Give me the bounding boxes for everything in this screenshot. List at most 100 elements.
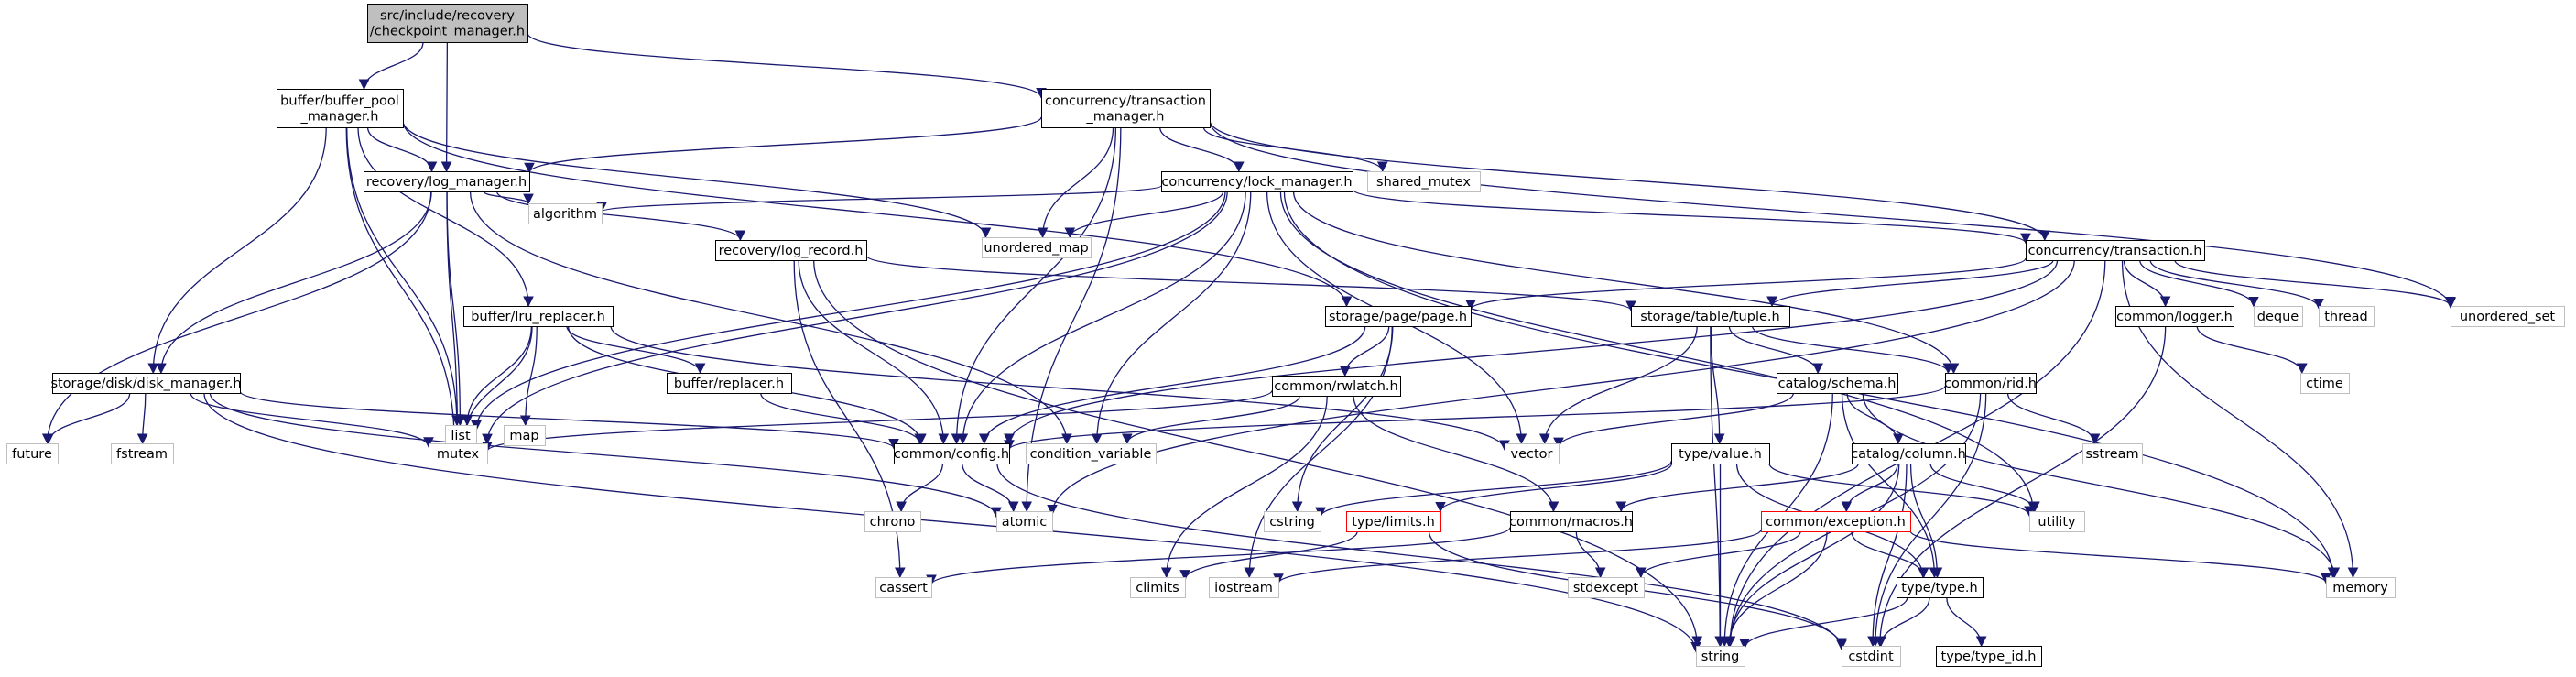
edge-lru_replacer-to-map xyxy=(519,325,538,427)
node-logger[interactable]: common/logger.h xyxy=(2115,306,2234,327)
node-label: type/limits.h xyxy=(1352,515,1435,530)
edge-lock_manager-to-algorithm xyxy=(596,185,1162,213)
node-log-manager[interactable]: recovery/log_manager.h xyxy=(364,171,530,192)
node-lru-replacer[interactable]: buffer/lru_replacer.h xyxy=(463,306,614,327)
node-box xyxy=(367,4,528,43)
edge-checkpoint_manager-to-transaction_manager xyxy=(527,32,1047,99)
edge-exception-to-string xyxy=(1723,530,1828,648)
node-label: catalog/schema.h xyxy=(1778,377,1897,391)
node-unordered-set: unordered_set xyxy=(2451,306,2565,327)
node-label: deque xyxy=(2257,310,2299,324)
node-mutex: mutex xyxy=(429,443,488,464)
node-type[interactable]: type/type.h xyxy=(1897,577,1984,598)
edge-tuple-to-vector xyxy=(1538,325,1698,445)
node-limits[interactable]: type/limits.h xyxy=(1346,511,1441,532)
edge-transaction_manager-to-unordered_map xyxy=(1037,126,1114,239)
node-label: vector xyxy=(1511,447,1553,462)
node-tuple[interactable]: storage/table/tuple.h xyxy=(1631,306,1790,327)
node-chrono: chrono xyxy=(864,511,921,532)
node-label: common/rwlatch.h xyxy=(1274,379,1397,394)
node-log-record[interactable]: recovery/log_record.h xyxy=(715,240,867,261)
edge-buffer_pool_manager-to-unordered_map xyxy=(402,120,992,239)
node-iostream: iostream xyxy=(1209,577,1279,598)
node-disk-manager[interactable]: storage/disk/disk_manager.h xyxy=(50,373,242,394)
node-algorithm: algorithm xyxy=(528,203,603,224)
node-box xyxy=(2254,306,2303,327)
node-box xyxy=(111,443,174,464)
node-cstring: cstring xyxy=(1264,511,1321,532)
edge-lock_manager-to-mutex xyxy=(482,191,1228,445)
node-box xyxy=(1631,306,1790,327)
node-label: future xyxy=(12,447,52,462)
node-label: _manager.h xyxy=(1086,110,1165,125)
node-transaction-manager[interactable]: concurrency/transaction_manager.h xyxy=(1041,89,1211,128)
node-macros[interactable]: common/macros.h xyxy=(1509,511,1633,532)
node-box xyxy=(1568,577,1645,598)
edge-buffer_pool_manager-to-page xyxy=(402,120,1353,308)
edge-buffer_pool_manager-to-mutex xyxy=(345,126,461,445)
edge-type-to-type_id xyxy=(1946,596,1987,648)
edge-lock_manager-to-rid xyxy=(1292,191,1960,375)
node-label: ctime xyxy=(2306,377,2343,391)
edge-page-to-iostream xyxy=(1244,325,1393,579)
node-box xyxy=(52,373,241,394)
edge-lock_manager-to-condition_variable xyxy=(1091,191,1252,445)
node-label: condition_variable xyxy=(1030,447,1152,462)
node-value[interactable]: type/value.h xyxy=(1671,443,1770,464)
edge-transaction-to-tuple xyxy=(1766,259,2054,308)
edge-transaction_manager-to-lock_manager xyxy=(1159,126,1245,173)
edge-log_record-to-config xyxy=(798,259,950,445)
edge-buffer_pool_manager-to-disk_manager xyxy=(147,126,327,375)
edge-exception-to-type xyxy=(1851,530,1929,579)
node-fstream: fstream xyxy=(111,443,174,464)
node-box xyxy=(1761,511,1911,532)
edge-lru_replacer-to-vector xyxy=(610,325,1510,452)
edge-log_manager-to-list xyxy=(446,191,466,427)
edge-config-to-atomic xyxy=(962,463,1019,513)
node-exception[interactable]: common/exception.h xyxy=(1761,511,1911,532)
edge-macros-to-cassert xyxy=(926,527,1511,586)
edge-tuple-to-rid xyxy=(1751,325,1954,375)
edge-type-to-cstdint xyxy=(1875,596,1930,648)
node-box xyxy=(1936,646,2042,667)
edge-logger-to-cstdint xyxy=(1874,325,2167,648)
node-rid[interactable]: common/rid.h xyxy=(1944,373,2037,394)
edge-log_manager-to-algorithm xyxy=(483,191,534,205)
node-config[interactable]: common/config.h xyxy=(894,443,1010,464)
node-page[interactable]: storage/page/page.h xyxy=(1325,306,1472,327)
node-label: iostream xyxy=(1214,581,1273,595)
node-label: buffer/lru_replacer.h xyxy=(471,310,605,324)
node-box xyxy=(2026,240,2205,261)
edge-rwlatch-to-climits xyxy=(1160,395,1328,579)
node-column[interactable]: catalog/column.h xyxy=(1851,443,1966,464)
node-label: unordered_set xyxy=(2460,310,2556,324)
node-label: algorithm xyxy=(533,207,597,222)
edge-config-to-chrono xyxy=(896,463,944,513)
node-box xyxy=(1041,89,1211,128)
node-type-id[interactable]: type/type_id.h xyxy=(1936,646,2042,667)
node-buffer-pool-manager[interactable]: buffer/buffer_pool_manager.h xyxy=(277,89,404,128)
node-label: storage/page/page.h xyxy=(1329,310,1467,324)
node-box xyxy=(1325,306,1472,327)
edge-checkpoint_manager-to-buffer_pool_manager xyxy=(358,41,424,91)
node-rwlatch[interactable]: common/rwlatch.h xyxy=(1272,376,1401,397)
node-climits: climits xyxy=(1130,577,1186,598)
edge-column-to-exception xyxy=(1841,463,1898,513)
edge-rwlatch-to-condition_variable xyxy=(1122,395,1300,445)
edge-macros-to-stdexcept xyxy=(1575,530,1606,579)
node-checkpoint-manager[interactable]: src/include/recovery/checkpoint_manager.… xyxy=(367,4,528,43)
node-cstdint: cstdint xyxy=(1842,646,1901,667)
edge-tuple-to-value xyxy=(1710,325,1725,445)
node-box xyxy=(2300,373,2350,394)
node-box xyxy=(1209,577,1279,598)
node-lock-manager[interactable]: concurrency/lock_manager.h xyxy=(1161,171,1353,192)
edge-buffer_pool_manager-to-list xyxy=(346,126,462,427)
node-transaction[interactable]: concurrency/transaction.h xyxy=(2026,240,2205,261)
edge-disk_manager-to-mutex xyxy=(190,392,434,448)
node-label: memory xyxy=(2332,581,2388,595)
node-schema[interactable]: catalog/schema.h xyxy=(1777,373,1898,394)
edge-config-to-cstdint xyxy=(996,463,1847,651)
node-replacer[interactable]: buffer/replacer.h xyxy=(667,373,792,394)
node-vector: vector xyxy=(1505,443,1560,464)
